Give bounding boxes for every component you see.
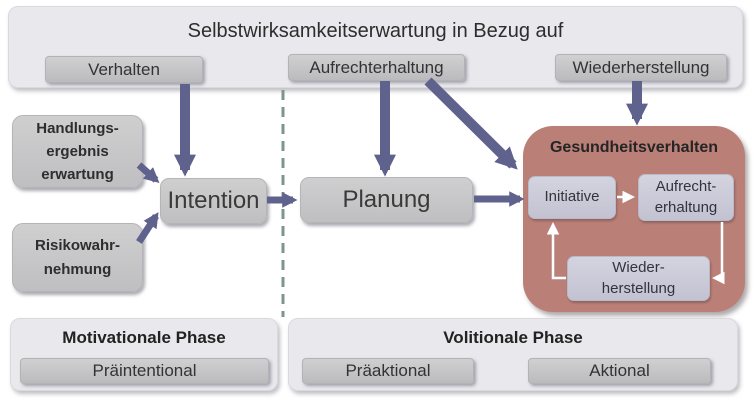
planning-node: Planung — [300, 177, 473, 223]
outcome-expectancy-line1: Handlungs- — [36, 119, 119, 137]
preactional-stage-box: Präaktional — [302, 358, 474, 384]
self-efficacy-recovery-label: Wiederherstellung — [572, 57, 710, 77]
motivational-phase-title: Motivationale Phase — [62, 328, 226, 347]
intention-node: Intention — [160, 178, 267, 224]
arrow-aufrechterhaltung-to-gesundheitsverhalten — [424, 77, 518, 170]
volitional-phase-title: Volitionale Phase — [443, 328, 583, 347]
self-efficacy-recovery-box: Wiederherstellung — [555, 54, 727, 81]
preintentional-stage-label: Präintentional — [92, 361, 197, 380]
outcome-expectancy-line3: erwartung — [41, 166, 114, 184]
actional-stage-box: Aktional — [528, 358, 711, 384]
preintentional-stage-box: Präintentional — [20, 358, 269, 384]
maintenance-line1: Aufrecht- — [655, 178, 717, 196]
risk-perception-line1: Risikowahr- — [34, 237, 121, 255]
self-efficacy-title: Selbstwirksamkeitserwartung in Bezug auf — [187, 20, 564, 42]
outcome-expectancy-line2: ergebnis — [46, 142, 109, 160]
self-efficacy-maintenance-label: Aufrechterhaltung — [309, 57, 444, 77]
recovery-line2: herstellung — [601, 279, 676, 297]
self-efficacy-behavior-box: Verhalten — [45, 56, 203, 83]
outcome-expectancy-label: Handlungs- ergebnis erwartung — [36, 117, 119, 187]
planning-label: Planung — [342, 186, 431, 213]
maintenance-node: Aufrecht- erhaltung — [638, 174, 734, 221]
self-efficacy-behavior-label: Verhalten — [88, 59, 160, 79]
initiative-node: Initiative — [528, 176, 616, 219]
intention-label: Intention — [167, 187, 260, 214]
actional-stage-label: Aktional — [589, 361, 650, 380]
maintenance-label: Aufrecht- erhaltung — [655, 177, 718, 218]
recovery-label: Wieder- herstellung — [602, 258, 675, 299]
risk-perception-node: Risikowahr- nehmung — [12, 223, 143, 292]
risk-perception-line2: nehmung — [43, 260, 112, 278]
self-efficacy-maintenance-box: Aufrechterhaltung — [288, 54, 465, 81]
health-behavior-title: Gesundheitsverhalten — [549, 139, 719, 156]
outcome-expectancy-node: Handlungs- ergebnis erwartung — [12, 115, 143, 188]
risk-perception-label: Risikowahr- nehmung — [35, 234, 120, 281]
recovery-node: Wieder- herstellung — [567, 256, 710, 301]
initiative-label: Initiative — [544, 188, 600, 206]
maintenance-line2: erhaltung — [654, 198, 718, 216]
preactional-stage-label: Präaktional — [345, 361, 431, 380]
recovery-line1: Wieder- — [612, 259, 665, 277]
